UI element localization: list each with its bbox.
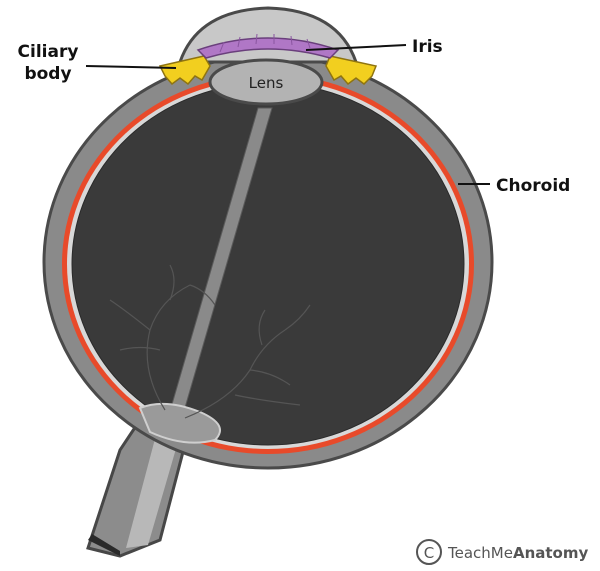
choroid-label: Choroid (496, 176, 570, 196)
iris-label: Iris (412, 37, 443, 57)
retinal-vessels (109, 264, 311, 419)
watermark: C TeachMeAnatomy (416, 539, 588, 565)
lens-label: Lens (249, 74, 284, 92)
ciliary-body-right (325, 55, 378, 86)
ciliary-body-left (158, 55, 211, 86)
svg-text:C: C (424, 544, 434, 562)
iris-fibers (219, 33, 311, 53)
label-pointers (85, 44, 490, 185)
ciliary-body-pointer (85, 65, 177, 69)
optic-disc (138, 402, 221, 444)
iris-pointer (305, 44, 407, 51)
iris (196, 37, 340, 59)
watermark-text: TeachMeAnatomy (447, 544, 588, 562)
ciliary-body-label: Ciliary (18, 42, 79, 62)
ciliary-body-label-line2: body (24, 64, 71, 84)
lens (208, 58, 324, 106)
copyright-icon (416, 539, 442, 565)
vitreous-body (71, 82, 465, 446)
